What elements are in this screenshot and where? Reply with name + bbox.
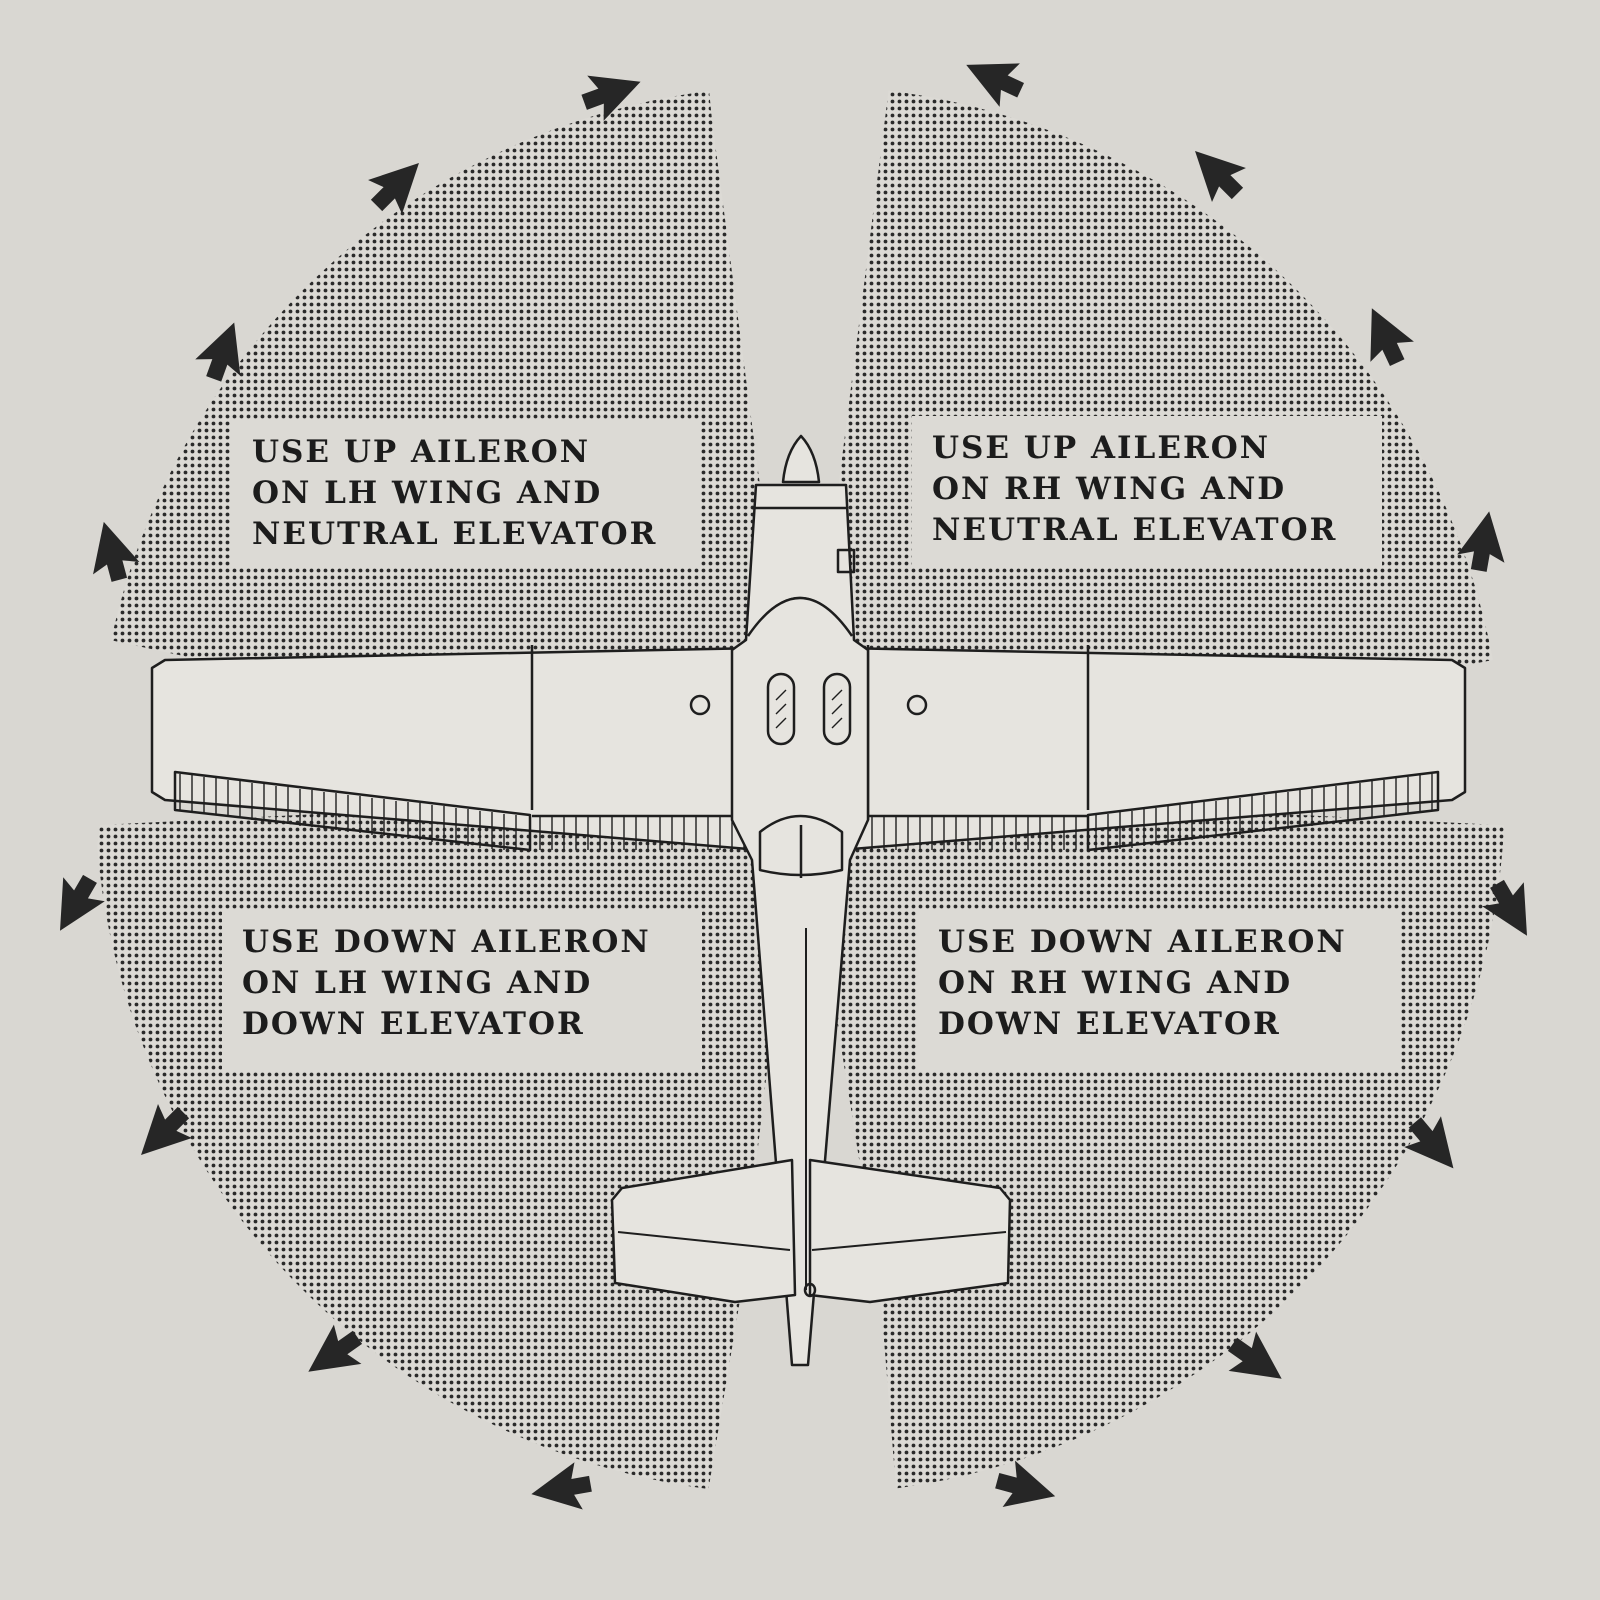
lower-left-instruction: USE DOWN AILERON ON LH WING AND DOWN ELE…: [222, 910, 702, 1070]
lower-right-instruction: USE DOWN AILERON ON RH WING AND DOWN ELE…: [918, 910, 1400, 1070]
wind-direction-arrow-icon: [93, 521, 140, 582]
upper-left-instruction: USE UP AILERON ON LH WING AND NEUTRAL EL…: [232, 420, 700, 568]
wind-direction-arrow-icon: [966, 63, 1025, 107]
instruction-line: USE DOWN AILERON: [938, 924, 1347, 960]
fuselage: [730, 483, 870, 1367]
upper-right-instruction: USE UP AILERON ON RH WING AND NEUTRAL EL…: [912, 416, 1382, 568]
propeller-spinner: [781, 434, 821, 484]
instruction-line: DOWN ELEVATOR: [242, 1006, 585, 1042]
wind-direction-arrow-icon: [60, 874, 105, 931]
wind-direction-arrow-icon: [195, 322, 241, 382]
instruction-line: USE UP AILERON: [932, 430, 1271, 466]
wind-direction-arrow-icon: [1457, 511, 1505, 572]
instruction-line: ON LH WING AND: [252, 475, 603, 511]
right-aileron-hatching: [1095, 774, 1433, 850]
wind-direction-arrow-icon: [1370, 308, 1414, 367]
wind-direction-arrow-icon: [1404, 1116, 1454, 1169]
wind-direction-arrow-icon: [1227, 1331, 1282, 1379]
instruction-line: ON LH WING AND: [242, 965, 593, 1001]
airplane-top-view-icon: [150, 434, 1467, 1367]
instruction-line: NEUTRAL ELEVATOR: [252, 516, 658, 552]
instruction-line: DOWN ELEVATOR: [938, 1006, 1281, 1042]
wind-direction-arrow-icon: [581, 75, 641, 121]
wind-direction-arrow-icon: [1482, 879, 1527, 936]
instruction-line: NEUTRAL ELEVATOR: [932, 512, 1338, 548]
wind-direction-arrow-icon: [308, 1324, 363, 1372]
left-aileron-hatching: [179, 774, 517, 850]
windshield: [746, 596, 854, 637]
wind-direction-arrow-icon: [531, 1462, 592, 1510]
instruction-line: USE UP AILERON: [252, 434, 591, 470]
wind-arrows: [60, 63, 1527, 1510]
instruction-line: ON RH WING AND: [932, 471, 1287, 507]
instruction-line: USE DOWN AILERON: [242, 924, 651, 960]
flap-hatching: [539, 816, 1077, 850]
left-stabilizer: [610, 1158, 797, 1304]
wind-direction-arrow-icon: [1195, 151, 1246, 202]
instruction-line: ON RH WING AND: [938, 965, 1293, 1001]
wind-direction-arrow-icon: [995, 1460, 1056, 1507]
